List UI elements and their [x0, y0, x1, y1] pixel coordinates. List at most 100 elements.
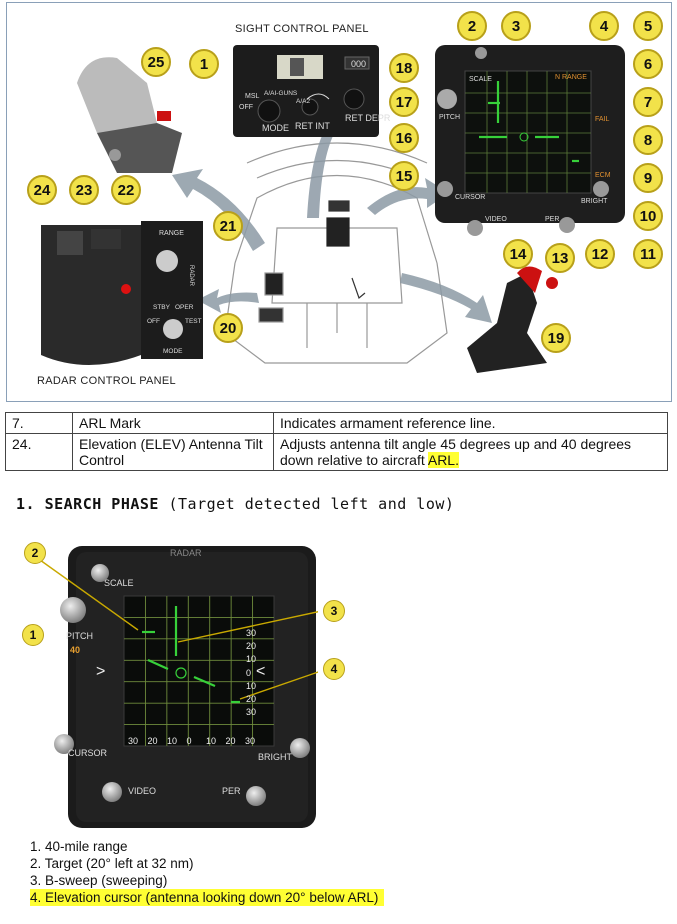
- small-scope-ecm: ECM: [595, 172, 611, 179]
- elevation-scale-tick: 10: [246, 680, 257, 691]
- scope-center-circle: [175, 667, 187, 679]
- cursor-knob: [54, 734, 74, 754]
- row-description-highlight: ARL.: [427, 452, 459, 468]
- callout-19: 19: [541, 323, 571, 353]
- radar-off: OFF: [147, 318, 160, 325]
- callout-16: 16: [389, 123, 419, 153]
- elevation-scale-tick: 30: [246, 707, 257, 718]
- table-row: 7. ARL Mark Indicates armament reference…: [5, 412, 668, 434]
- scope-per-label: PER: [222, 786, 241, 796]
- callout-1: 1: [189, 49, 219, 79]
- azimuth-scale-tick: 0: [186, 736, 192, 746]
- row-number: 24.: [5, 433, 73, 471]
- scope-grid: [124, 596, 274, 746]
- sight-mode-off: OFF: [239, 104, 253, 111]
- callout-18: 18: [389, 53, 419, 83]
- row-description: Indicates armament reference line.: [273, 412, 668, 434]
- callout-23: 23: [69, 175, 99, 205]
- scope-pitch-label: PITCH: [66, 631, 93, 641]
- scope-callout-2: 2: [24, 542, 46, 564]
- radar-range-label: RANGE: [159, 230, 184, 237]
- radar-panel-title: RADAR CONTROL PANEL: [37, 375, 176, 387]
- sight-mode-a2: A/A2: [296, 98, 310, 105]
- phase-title: SEARCH PHASE: [44, 495, 159, 513]
- table-row: 24. Elevation (ELEV) Antenna Tilt Contro…: [5, 433, 668, 471]
- callout-15: 15: [389, 161, 419, 191]
- scope-scale-label: SCALE: [104, 578, 134, 588]
- radar-control-panel: [41, 221, 203, 365]
- small-scope-per: PER: [545, 216, 559, 223]
- scope-legend: 1. 40-mile range 2. Target (20° left at …: [30, 838, 385, 906]
- phase-heading: 1. SEARCH PHASE (Target detected left an…: [16, 495, 454, 513]
- diagram-artwork: 000 MSL OFF A/AI-GUNS A/A2 MODE RET INT …: [41, 45, 625, 373]
- phase-number: 1.: [16, 495, 36, 513]
- azimuth-scale-tick: 10: [206, 736, 217, 746]
- azimuth-scale: 30 20 10 0 10 20 30: [128, 736, 268, 748]
- row-name: ARL Mark: [72, 412, 274, 434]
- scope-screen: [123, 595, 275, 747]
- elevation-scale-tick: 30: [246, 628, 257, 638]
- legend-item: 3. B-sweep (sweeping): [30, 873, 168, 888]
- radar-panel-radar-label: RADAR: [188, 265, 194, 287]
- azimuth-scale-tick: 10: [167, 736, 178, 746]
- callout-2: 2: [457, 11, 487, 41]
- azimuth-scale-tick: 20: [147, 736, 158, 746]
- scope-left-arrow: >: [96, 663, 106, 680]
- sight-mode-label: MODE: [262, 123, 289, 133]
- callout-12: 12: [585, 239, 615, 269]
- phase-subtitle: (Target detected left and low): [168, 495, 455, 513]
- elevation-scale-tick: 20: [246, 641, 257, 652]
- callout-10: 10: [633, 201, 663, 231]
- sight-mode-guns: A/AI-GUNS: [264, 90, 298, 97]
- elevation-scale-tick: 10: [246, 654, 257, 665]
- radar-stby: STBY: [153, 304, 171, 311]
- large-radar-scope: [39, 546, 318, 828]
- scope-cursor-label: CURSOR: [68, 748, 108, 758]
- azimuth-scale-tick: 30: [128, 736, 139, 746]
- elevation-scale-tick: 0: [246, 667, 252, 678]
- callout-22: 22: [111, 175, 141, 205]
- callout-7: 7: [633, 87, 663, 117]
- scope-bright-label: BRIGHT: [258, 752, 293, 762]
- row-description: Adjusts antenna tilt angle 45 degrees up…: [273, 433, 668, 471]
- legend-item: 2. Target (20° left at 32 nm): [30, 856, 194, 871]
- callout-5: 5: [633, 11, 663, 41]
- small-scope-fail: FAIL: [595, 116, 610, 123]
- cockpit-controls-diagram: SIGHT CONTROL PANEL RADAR CONTROL PANEL: [6, 2, 672, 402]
- scope-callout-3: 3: [323, 600, 345, 622]
- small-scope-pitch: PITCH: [439, 114, 460, 121]
- callout-6: 6: [633, 49, 663, 79]
- scope-callout-1: 1: [22, 624, 44, 646]
- radar-test: TEST: [185, 318, 202, 325]
- scope-callout-4: 4: [323, 658, 345, 680]
- sight-panel-title: SIGHT CONTROL PANEL: [235, 23, 369, 35]
- small-scope-scale: SCALE: [469, 76, 492, 83]
- scale-knob: [91, 564, 109, 582]
- callout-21: 21: [213, 211, 243, 241]
- small-scope-cursor: CURSOR: [455, 194, 485, 201]
- callout-17: 17: [389, 87, 419, 117]
- radar-mode-label: MODE: [163, 348, 183, 355]
- sight-counter: 000: [351, 59, 366, 69]
- sight-ret-depr-label: RET DEPR: [345, 113, 391, 123]
- row-number: 7.: [5, 412, 73, 434]
- callout-14: 14: [503, 239, 533, 269]
- video-knob: [102, 782, 122, 802]
- callout-11: 11: [633, 239, 663, 269]
- legend-item: 1. 40-mile range: [30, 839, 128, 854]
- azimuth-scale-tick: 20: [225, 736, 236, 746]
- scope-range-value: 40: [70, 645, 81, 655]
- radar-oper: OPER: [175, 304, 194, 311]
- callout-8: 8: [633, 125, 663, 155]
- pitch-knob: [60, 597, 86, 623]
- scope-radar-label: RADAR: [170, 548, 202, 558]
- legend-item-highlighted: 4. Elevation cursor (antenna looking dow…: [30, 889, 385, 906]
- callout-3: 3: [501, 11, 531, 41]
- control-stick-illustration: [467, 266, 558, 373]
- azimuth-scale-tick: 30: [245, 736, 256, 746]
- elevation-scale-tick: 20: [246, 694, 257, 704]
- small-radar-scope: [435, 45, 625, 236]
- scope-video-label: VIDEO: [128, 786, 157, 796]
- scope-right-arrow: <: [256, 663, 266, 680]
- sight-mode-msl: MSL: [245, 93, 260, 100]
